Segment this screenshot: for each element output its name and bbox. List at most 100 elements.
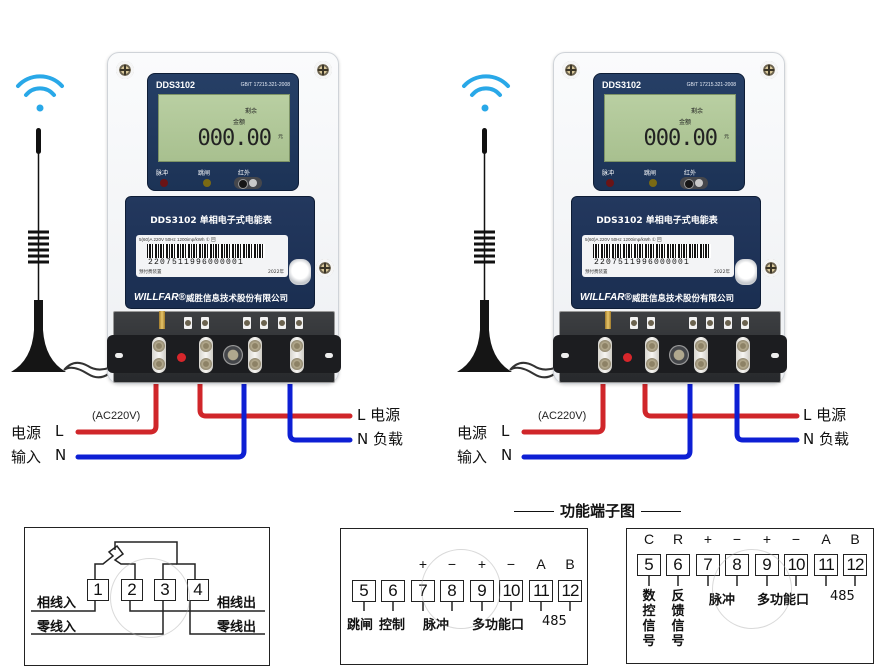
neutral-wire-in-right (521, 369, 693, 460)
rs485-label: 485 (830, 589, 855, 604)
feedback-signal-label: 反 馈 信 号 (671, 589, 685, 649)
lcd-balance-value: 000.00 (643, 126, 718, 151)
lcd-screen: 剩余 金额 000.00 元 (158, 94, 290, 162)
manufacture-year: 2022年 (714, 270, 730, 275)
function-diagram-1: + − + − A B 5 6 7 8 9 10 11 12 跳闸 控制 脉冲 … (340, 528, 588, 665)
symbol-7: + (418, 556, 428, 572)
indicator-label-trip: 跳闸 (644, 170, 657, 177)
neutral-wire-out-left (287, 369, 353, 443)
lcd-label-amount: 金额 (232, 119, 245, 126)
meter-button[interactable] (289, 259, 311, 285)
pulse-led-icon (606, 179, 614, 187)
title-rule (514, 511, 554, 512)
output-L-label-right: L 电源 (803, 406, 847, 424)
lcd-standard: GB/T 17215.321-2008 (240, 82, 290, 88)
company-name: 威胜信息技术股份有限公司 (186, 294, 289, 304)
neutral-in-label: 零线入 (37, 620, 77, 635)
meter-left: DDS3102 GB/T 17215.321-2008 剩余 金额 000.00… (107, 52, 341, 384)
lcd-label-amount: 金额 (678, 119, 691, 126)
device-type: 预付费装置 (585, 270, 608, 275)
nameplate-spec: 5(60)A 220V 50Hz 1200imp/kWh ① 回 (585, 237, 662, 242)
input-L-label-right: L (501, 422, 510, 440)
pulse-led-icon (160, 179, 168, 187)
wifi-icon (462, 74, 510, 112)
lcd-screen: 剩余 金额 000.00 元 (604, 94, 736, 162)
nameplate-title: DDS3102 单相电子式电能表 (596, 216, 718, 226)
lcd-unit: 元 (723, 134, 729, 140)
indicator-label-infrared: 红外 (684, 170, 697, 177)
screw-icon (562, 61, 580, 79)
input-N-label-right: N (501, 446, 513, 464)
symbol-10: − (506, 556, 516, 572)
input-N-label-left: N (55, 446, 67, 464)
seal-screw-icon (223, 345, 243, 365)
neutral-wire-in-left (75, 369, 247, 460)
numeric-control-signal-label: 数 控 信 号 (642, 589, 656, 649)
main-terminal-lines (31, 541, 265, 635)
symbol-5: C (643, 531, 655, 547)
input-power-label-right: 电源 (457, 424, 488, 442)
function-diagram-2-ticks (648, 576, 856, 586)
live-wire-in-left (75, 369, 159, 435)
lcd-unit: 元 (277, 134, 283, 140)
lcd-panel: DDS3102 GB/T 17215.321-2008 剩余 金额 000.00… (147, 73, 299, 191)
voltage-label-right: (AC220V) (538, 410, 587, 422)
phase-out-label: 相线出 (217, 596, 257, 611)
manufacture-year: 2022年 (268, 270, 284, 275)
symbol-8: − (732, 531, 742, 547)
symbol-9: + (762, 531, 772, 547)
terminal-5: 5 (352, 580, 376, 602)
screw-icon (762, 259, 780, 277)
nameplate: DDS3102 单相电子式电能表 5(60)A 220V 50Hz 1200im… (571, 196, 761, 309)
lcd-model: DDS3102 (602, 80, 642, 90)
trip-led-icon (649, 179, 657, 187)
phase-in-label: 相线入 (37, 596, 77, 611)
wifi-icon (16, 74, 64, 112)
function-diagram-1-ticks (363, 601, 571, 611)
nameplate: DDS3102 单相电子式电能表 5(60)A 220V 50Hz 1200im… (125, 196, 315, 309)
terminal-12: 12 (843, 554, 867, 576)
nameplate-title: DDS3102 单相电子式电能表 (150, 216, 272, 226)
symbol-10: − (791, 531, 801, 547)
rs485-label: 485 (542, 614, 567, 629)
symbol-6: R (672, 531, 684, 547)
antenna-connector-icon (605, 311, 611, 329)
nameplate-spec: 5(60)A 220V 50Hz 1200imp/kWh ① 回 (139, 237, 216, 242)
voltage-label-left: (AC220V) (92, 410, 141, 422)
meter-button[interactable] (735, 259, 757, 285)
function-terminal-title: 功能端子图 (508, 500, 687, 521)
trip-label: 跳闸 (347, 618, 374, 633)
multifunction-label: 多功能口 (757, 593, 810, 608)
antenna-connector-icon (159, 311, 165, 329)
terminal-11: 11 (814, 554, 838, 576)
antenna-left (11, 74, 119, 379)
terminal-3: 3 (154, 579, 176, 601)
live-wire-out-right (642, 369, 800, 419)
symbol-9: + (477, 556, 487, 572)
indicator-label-trip: 跳闸 (198, 170, 211, 177)
screw-icon (316, 259, 334, 277)
title-rule (641, 511, 682, 512)
screw-icon (314, 61, 332, 79)
indicator-label-pulse: 脉冲 (602, 170, 615, 177)
function-title-text: 功能端子图 (560, 502, 636, 520)
terminal-block (107, 311, 341, 389)
neutral-wire-out-right (734, 369, 800, 443)
antenna-right (457, 74, 565, 379)
terminal-11: 11 (529, 580, 553, 602)
output-L-label-left: L 电源 (357, 406, 401, 424)
symbol-11: A (821, 531, 831, 547)
symbol-12: B (565, 556, 575, 572)
terminal-10: 10 (499, 580, 523, 602)
terminal-9: 9 (470, 580, 494, 602)
lcd-standard: GB/T 17215.321-2008 (686, 82, 736, 88)
symbol-8: − (447, 556, 457, 572)
terminal-7: 7 (696, 554, 720, 576)
input-label-right: 输入 (457, 448, 488, 466)
terminal-10: 10 (784, 554, 808, 576)
live-wire-out-left (197, 369, 353, 419)
symbol-12: B (850, 531, 860, 547)
terminal-2: 2 (121, 579, 143, 601)
barcode-icon (593, 244, 711, 258)
